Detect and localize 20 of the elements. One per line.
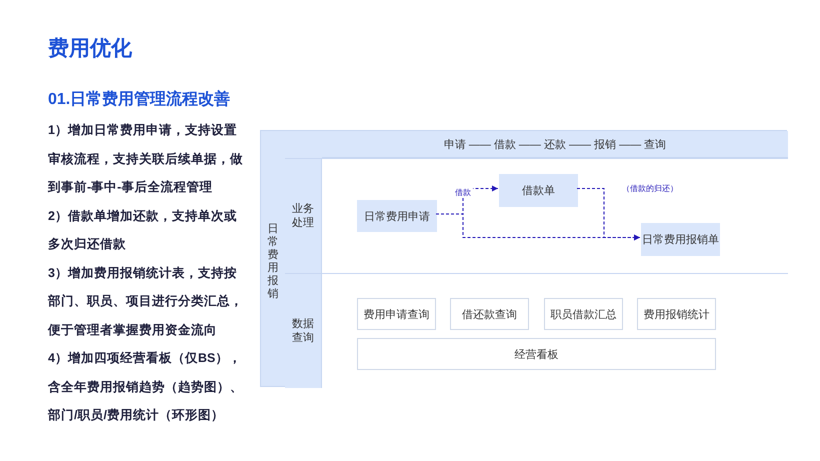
subheading: 01.日常费用管理流程改善 — [48, 88, 232, 110]
query-box: 借还款查询 — [450, 298, 529, 330]
list-item: 3）增加费用报销统计表，支持按部门、职员、项目进行分类汇总，便于管理者掌握费用资金流向 — [48, 264, 244, 338]
list-item: 4）增加四项经营看板（仅BS），含全年费用报销趋势（趋势图）、部门/职员/费用统计（环形图） — [48, 350, 244, 424]
lane-label: 业务处理 — [285, 159, 322, 273]
list-item: 2）借款单增加还款，支持单次或多次归还借款 — [48, 208, 238, 253]
header-band: 申请 —— 借款 —— 还款 —— 报销 —— 查询 — [322, 131, 788, 158]
query-box: 经营看板 — [357, 338, 716, 370]
process-box: 日常费用申请 — [357, 200, 437, 232]
lane-title: 日常费用报销 — [267, 223, 279, 301]
query-box: 费用报销统计 — [637, 298, 716, 330]
title: 费用优化 — [48, 36, 132, 62]
query-box: 费用申请查询 — [357, 298, 436, 330]
list-item: 1）增加日常费用申请，支持设置审核流程，支持关联后续单据，做到事前-事中-事后全流程管理 — [48, 122, 244, 196]
lane-label: 数据查询 — [285, 274, 322, 388]
arrow — [576, 188, 640, 240]
edge-label: 借款 — [453, 188, 473, 198]
query-box: 职员借款汇总 — [544, 298, 623, 330]
process-box: 日常费用报销单 — [641, 223, 720, 256]
process-box: 借款单 — [499, 174, 578, 207]
